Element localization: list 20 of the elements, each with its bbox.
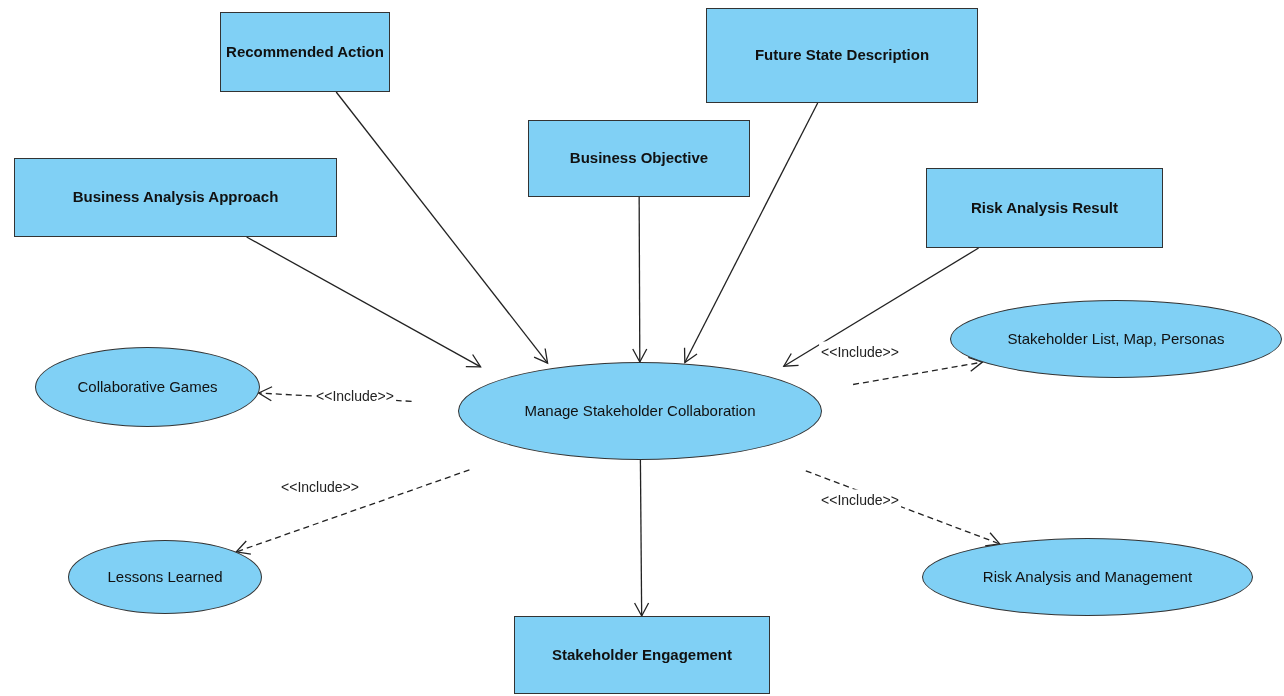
arrow [335,91,549,364]
use-case-ellipse: Stakeholder List, Map, Personas [950,300,1282,378]
arrow [683,102,819,364]
use-case-ellipse: Collaborative Games [35,347,260,427]
use-case-ellipse: Manage Stakeholder Collaboration [458,362,822,460]
use-case-ellipse: Risk Analysis and Management [922,538,1253,616]
dashed-arrow [852,356,983,386]
arrow [246,236,482,368]
artifact-box: Stakeholder Engagement [514,616,770,694]
artifact-box: Future State Description [706,8,978,103]
artifact-box: Business Objective [528,120,750,197]
arrow [783,247,980,367]
edge-label: <<Include>> [819,489,901,511]
dashed-arrow [235,469,471,555]
artifact-box: Risk Analysis Result [926,168,1163,248]
use-case-ellipse: Lessons Learned [68,540,262,614]
arrow [632,196,648,363]
artifact-box: Business Analysis Approach [14,158,337,237]
arrow [633,459,650,617]
artifact-box: Recommended Action [220,12,390,92]
